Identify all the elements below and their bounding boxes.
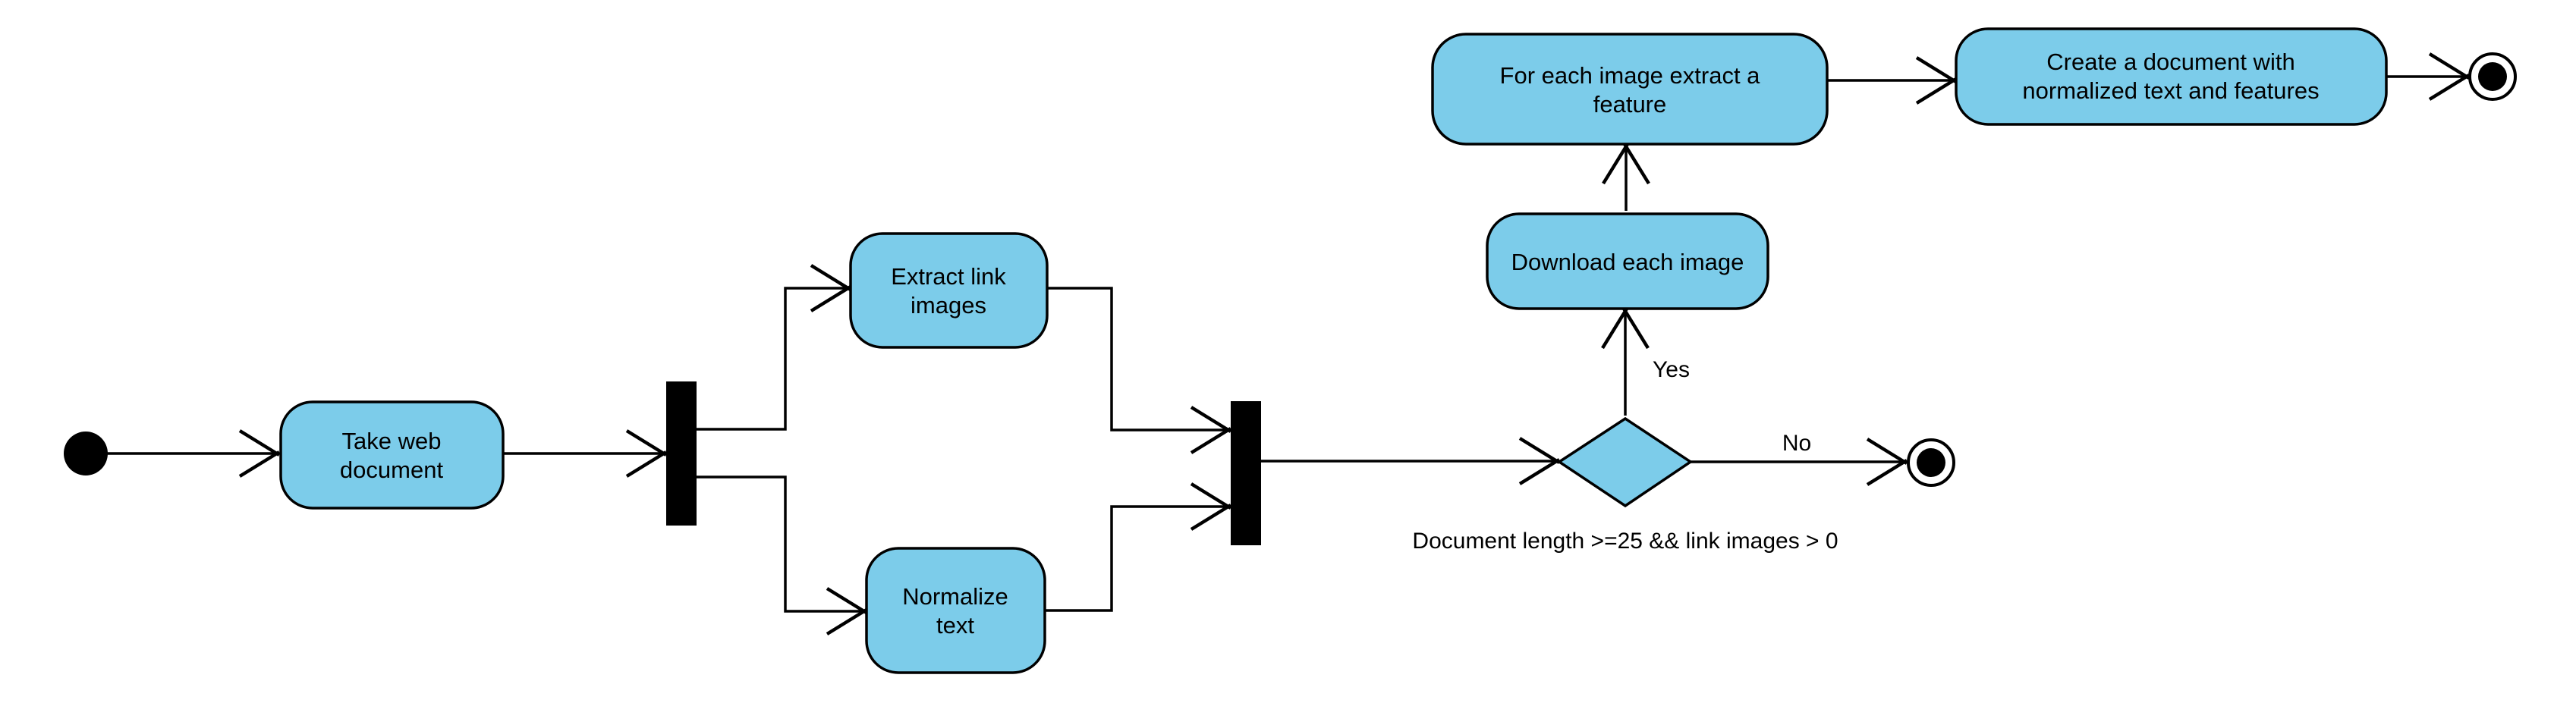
edge-fork-to-extract — [697, 264, 852, 431]
activity-download-each-image-label: Download each image — [1511, 249, 1744, 275]
activity-create-document-label-line1: Create a document with — [2046, 49, 2294, 75]
activity-create-document-shape — [1955, 27, 2388, 126]
edge-normalize-to-join — [1045, 482, 1232, 612]
activity-normalize-text: Normalize text — [865, 547, 1046, 674]
activity-extract-link-images-shape — [849, 232, 1049, 349]
guard-label-yes: Yes — [1653, 357, 1690, 382]
activity-normalize-text-shape — [865, 547, 1046, 674]
final-node-main — [2468, 52, 2517, 101]
activity-create-document: Create a document with normalized text a… — [1955, 27, 2388, 126]
edge-extract-to-join — [1047, 287, 1232, 454]
edge-fork-to-normalize — [697, 475, 868, 636]
activity-download-each-image: Download each image — [1486, 212, 1769, 310]
decision-node: Document length >=25 && link images > 0 — [1412, 416, 1838, 554]
activity-take-web-document: Take web document — [279, 400, 505, 510]
activity-extract-link-images: Extract link images — [849, 232, 1049, 349]
activity-take-web-document-label-line2: document — [340, 457, 444, 483]
activity-take-web-document-label-line1: Take web — [342, 428, 442, 454]
activity-normalize-text-label-line2: text — [936, 612, 974, 639]
join-bar-icon — [1231, 401, 1261, 545]
activity-for-each-image: For each image extract a feature — [1431, 33, 1829, 146]
activity-normalize-text-label-line1: Normalize — [902, 583, 1008, 610]
activity-for-each-image-label-line1: For each image extract a — [1500, 62, 1761, 89]
decision-diamond-icon — [1556, 416, 1694, 508]
guard-label-no: No — [1782, 431, 1811, 456]
initial-node-icon — [64, 432, 108, 475]
decision-condition-label: Document length >=25 && link images > 0 — [1412, 529, 1838, 554]
activity-for-each-image-shape — [1431, 33, 1829, 146]
activity-extract-link-images-label-line1: Extract link — [891, 263, 1006, 290]
fork-bar-icon — [666, 381, 697, 526]
activity-for-each-image-label-line2: feature — [1593, 91, 1667, 118]
activity-create-document-label-line2: normalized text and features — [2022, 77, 2319, 104]
activity-download-each-image-shape — [1486, 212, 1769, 310]
activity-extract-link-images-label-line2: images — [911, 292, 986, 319]
final-node-no-inner-dot — [1917, 448, 1945, 477]
edges — [107, 52, 2471, 636]
activity-take-web-document-shape — [279, 400, 505, 510]
final-node-main-inner-dot — [2478, 62, 2507, 91]
final-node-no-branch — [1907, 438, 1955, 487]
